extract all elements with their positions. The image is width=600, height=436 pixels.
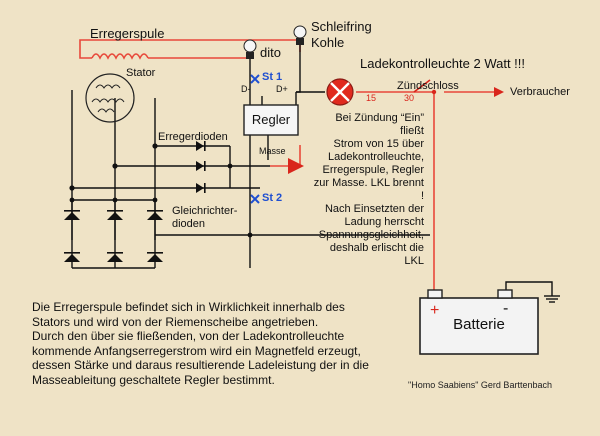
description-line: dessen Stärke und daraus resultierende L…: [32, 358, 369, 373]
battery-minus-label: -: [503, 300, 509, 317]
red-arrowheads: [288, 87, 504, 174]
explanation-text: Bei Zündung “Ein” fließt Strom von 15 üb…: [312, 112, 424, 268]
charging-lamp: [326, 78, 354, 106]
erregerdioden-label: Erregerdioden: [158, 131, 228, 143]
verbraucher-label: Verbraucher: [510, 86, 570, 98]
description-line: Durch den über sie fließenden, von der L…: [32, 329, 345, 344]
explanation-line: Ladekontrolleuchte,: [327, 151, 424, 163]
st1-label: St 1: [262, 71, 283, 83]
kohle-label: Kohle: [311, 35, 345, 50]
brush-schleifring: [293, 25, 307, 45]
ladekontrollleuchte-label: Ladekontrolleuchte 2 Watt !!!: [360, 56, 526, 71]
explanation-line: Erregerspule, Regler: [322, 164, 425, 176]
black-wiring: [71, 45, 560, 303]
junction-dots: [69, 143, 253, 238]
dito-label: dito: [260, 45, 281, 60]
gleichrichterdioden-label-2: dioden: [172, 218, 206, 230]
terminal-30-label: 30: [404, 93, 415, 103]
explanation-line: Ladung herrscht: [344, 216, 425, 228]
description-text: Die Erregerspule befindet sich in Wirkli…: [32, 300, 412, 388]
switch-contact: [431, 89, 437, 95]
explanation-line: deshalb erlischt die LKL: [329, 242, 424, 267]
description-line: kommende Anfangserregerstrom wird ein Ma…: [32, 343, 361, 358]
battery-plus-label: +: [430, 302, 440, 319]
erregerdioden: [196, 141, 206, 193]
schleifring-label: Schleifring: [311, 19, 372, 34]
explanation-line: Bei Zündung “Ein” fließt: [335, 112, 424, 137]
stator: [85, 73, 135, 123]
d-plus-label: D+: [276, 84, 288, 94]
explanation-line: Spannungsgleichheit,: [318, 229, 424, 241]
gleichrichterdioden: [64, 210, 163, 262]
stator-label: Stator: [126, 67, 156, 79]
erregerspule-label: Erregerspule: [90, 26, 165, 41]
regler-box: [243, 104, 299, 136]
description-line: Stators und wird von der Riemenscheibe a…: [32, 314, 319, 329]
explanation-line: Strom von 15 über: [333, 138, 425, 150]
description-line: Masseableitung geschaltete Regler bestim…: [32, 372, 275, 387]
masse-label: Masse: [259, 146, 286, 156]
regler-label: Regler: [251, 112, 291, 127]
explanation-line: zur Masse. LKL brennt !: [313, 177, 424, 202]
credit-text: "Homo Saabiens" Gerd Barttenbach: [408, 380, 552, 390]
st2-label: St 2: [262, 192, 283, 204]
brush-dito: [243, 39, 257, 59]
battery-label: Batterie: [453, 316, 505, 333]
description-line: Die Erregerspule befindet sich in Wirkli…: [32, 300, 345, 314]
zuendschloss-label: Zündschloss: [397, 80, 459, 92]
battery: [419, 289, 539, 355]
terminal-15-label: 15: [366, 93, 377, 103]
d-minus-label: D-: [241, 84, 251, 94]
ignition-switch: [413, 79, 431, 93]
gleichrichterdioden-label-1: Gleichrichter-: [172, 205, 238, 217]
st-markers: [250, 74, 260, 204]
explanation-line: Nach Einsetzten der: [324, 203, 424, 215]
